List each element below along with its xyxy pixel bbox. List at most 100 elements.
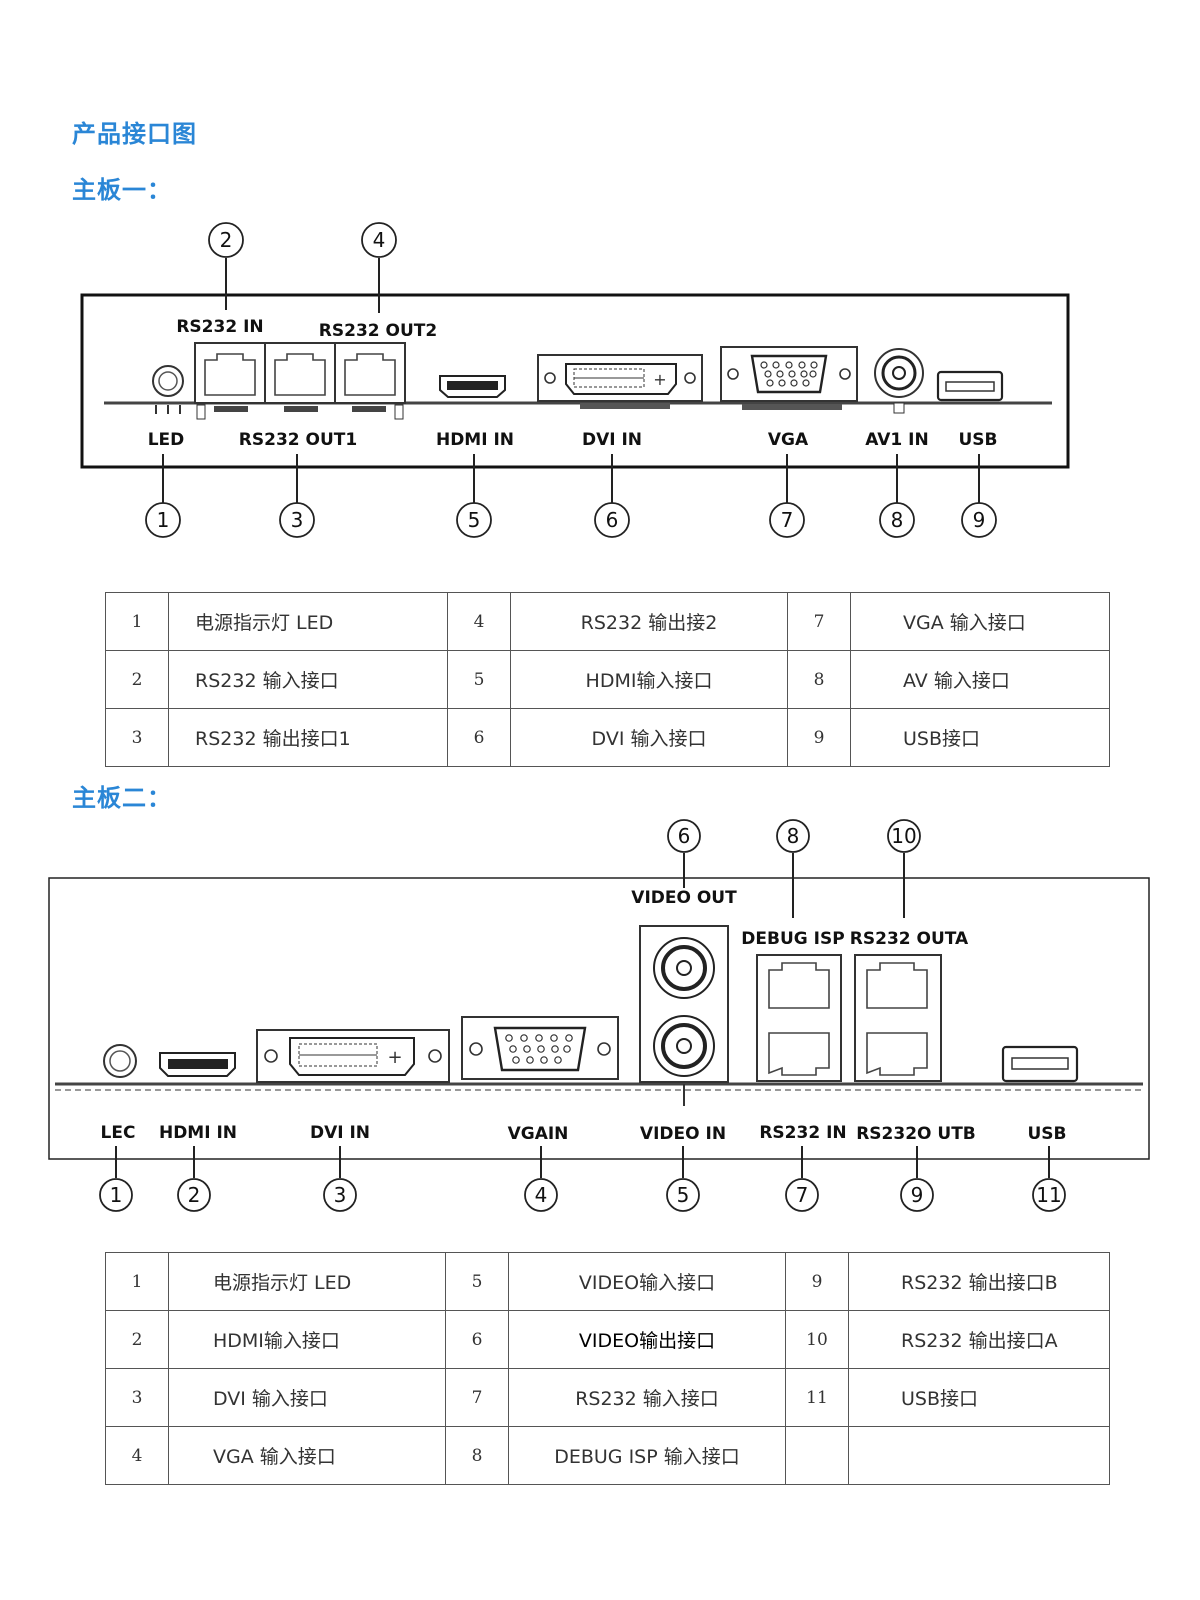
svg-text:6: 6	[606, 508, 619, 532]
cell-num: 5	[445, 1252, 509, 1311]
callout-2: 2	[208, 222, 244, 310]
cell-desc: HDMI输入接口	[510, 650, 788, 709]
page-title: 产品接口图	[72, 120, 197, 148]
table-row: 2 HDMI输入接口 6 VIDEO输出接口 10 RS232 输出接口A	[105, 1310, 1110, 1369]
svg-text:1: 1	[110, 1183, 123, 1207]
callout2-2: 2	[177, 1146, 211, 1212]
svg-text:7: 7	[781, 508, 794, 532]
cell-num: 11	[785, 1368, 849, 1427]
svg-text:8: 8	[891, 508, 904, 532]
callout2-4: 4	[524, 1146, 558, 1212]
cell-desc: 电源指示灯 LED	[168, 592, 448, 651]
cell-num: 2	[105, 1310, 169, 1369]
cell-desc: VIDEO输出接口	[508, 1310, 786, 1369]
svg-text:5: 5	[468, 508, 481, 532]
rj45-ports-icon	[194, 342, 406, 420]
cell-desc: RS232 输出接口A	[848, 1310, 1110, 1369]
cell-desc: RS232 输入接口	[168, 650, 448, 709]
svg-text:6: 6	[678, 824, 691, 848]
cell-num: 3	[105, 1368, 169, 1427]
cell-num: 2	[105, 650, 169, 709]
board1-diagram: + RS232 IN	[80, 222, 1070, 538]
callout2-11: 11	[1032, 1146, 1066, 1212]
cell-num: 4	[105, 1426, 169, 1485]
callout-4: 4	[361, 222, 397, 313]
cell-num: 8	[787, 650, 851, 709]
cell-desc: RS232 输出接2	[510, 592, 788, 651]
label-hdmi-in: HDMI IN	[436, 430, 514, 450]
table-row: 4 VGA 输入接口 8 DEBUG ISP 输入接口	[105, 1426, 1110, 1485]
callout2-6: 6	[667, 819, 701, 888]
cell-num: 10	[785, 1310, 849, 1369]
dvi-port-icon-2: +	[256, 1029, 450, 1083]
cell-num: 1	[105, 592, 169, 651]
av-port-icon	[874, 348, 924, 414]
lec-port-icon	[103, 1044, 137, 1078]
svg-text:3: 3	[291, 508, 304, 532]
video-bnc-ports-icon	[639, 925, 729, 1106]
callout-3: 3	[279, 454, 315, 538]
board1-title: 主板一：	[72, 176, 172, 204]
cell-desc: VGA 输入接口	[850, 592, 1110, 651]
cell-num: 6	[447, 708, 511, 767]
svg-text:4: 4	[373, 228, 386, 252]
svg-text:2: 2	[188, 1183, 201, 1207]
svg-text:7: 7	[796, 1183, 809, 1207]
label-rs232-in: RS232 IN	[176, 317, 263, 337]
svg-text:11: 11	[1036, 1183, 1061, 1207]
callout2-10: 10	[887, 819, 921, 918]
board2-diagram: +	[48, 819, 1150, 1212]
cell-num: 9	[785, 1252, 849, 1311]
cell-desc: RS232 输出接口1	[168, 708, 448, 767]
hdmi-port-icon	[439, 375, 506, 398]
svg-text:3: 3	[334, 1183, 347, 1207]
svg-text:+: +	[653, 370, 666, 389]
cell-num: 1	[105, 1252, 169, 1311]
cell-num: 8	[445, 1426, 509, 1485]
callout-1: 1	[145, 454, 181, 538]
cell-desc: HDMI输入接口	[168, 1310, 446, 1369]
vga-port-icon	[720, 346, 858, 410]
cell-desc: VIDEO输入接口	[508, 1252, 786, 1311]
cell-desc: VGA 输入接口	[168, 1426, 446, 1485]
cell-desc	[848, 1426, 1110, 1485]
cell-num: 7	[787, 592, 851, 651]
cell-num: 7	[445, 1368, 509, 1427]
board1-spec-table: 1 电源指示灯 LED 4 RS232 输出接2 7 VGA 输入接口 2 RS…	[105, 592, 1110, 767]
usb-port-icon-2	[1001, 1045, 1079, 1083]
table-row: 2 RS232 输入接口 5 HDMI输入接口 8 AV 输入接口	[105, 650, 1110, 709]
vga-port-icon-2	[461, 1016, 619, 1080]
led-port-icon	[152, 365, 184, 414]
svg-text:2: 2	[220, 228, 233, 252]
table-row: 1 电源指示灯 LED 5 VIDEO输入接口 9 RS232 输出接口B	[105, 1252, 1110, 1311]
callout2-7: 7	[785, 1146, 819, 1212]
callout-7: 7	[769, 454, 805, 538]
callout-9: 9	[961, 454, 997, 538]
cell-desc: USB接口	[850, 708, 1110, 767]
board2-spec-table: 1 电源指示灯 LED 5 VIDEO输入接口 9 RS232 输出接口B 2 …	[105, 1252, 1110, 1485]
cell-desc: USB接口	[848, 1368, 1110, 1427]
callout-8: 8	[879, 454, 915, 538]
svg-text:+: +	[387, 1047, 402, 1068]
svg-text:1: 1	[157, 508, 170, 532]
board2-title: 主板二：	[72, 784, 172, 812]
table-row: 3 RS232 输出接口1 6 DVI 输入接口 9 USB接口	[105, 708, 1110, 767]
label-dvi-in: DVI IN	[582, 430, 642, 450]
cell-num: 6	[445, 1310, 509, 1369]
callout-6: 6	[594, 454, 630, 538]
label-lec: LEC	[101, 1123, 136, 1143]
label-av1-in: AV1 IN	[865, 430, 928, 450]
table-row: 3 DVI 输入接口 7 RS232 输入接口 11 USB接口	[105, 1368, 1110, 1427]
label-usb: USB	[958, 430, 997, 450]
hdmi-port-icon-2	[159, 1052, 236, 1077]
table-row: 1 电源指示灯 LED 4 RS232 输出接2 7 VGA 输入接口	[105, 592, 1110, 651]
label-debug-isp: DEBUG ISP	[741, 929, 844, 949]
label-led: LED	[148, 430, 185, 450]
rj45-stack-left-icon	[756, 954, 842, 1082]
cell-num: 9	[787, 708, 851, 767]
label-video-out: VIDEO OUT	[631, 888, 737, 908]
svg-text:10: 10	[891, 824, 916, 848]
label-vga: VGA	[768, 430, 809, 450]
cell-desc: RS232 输出接口B	[848, 1252, 1110, 1311]
